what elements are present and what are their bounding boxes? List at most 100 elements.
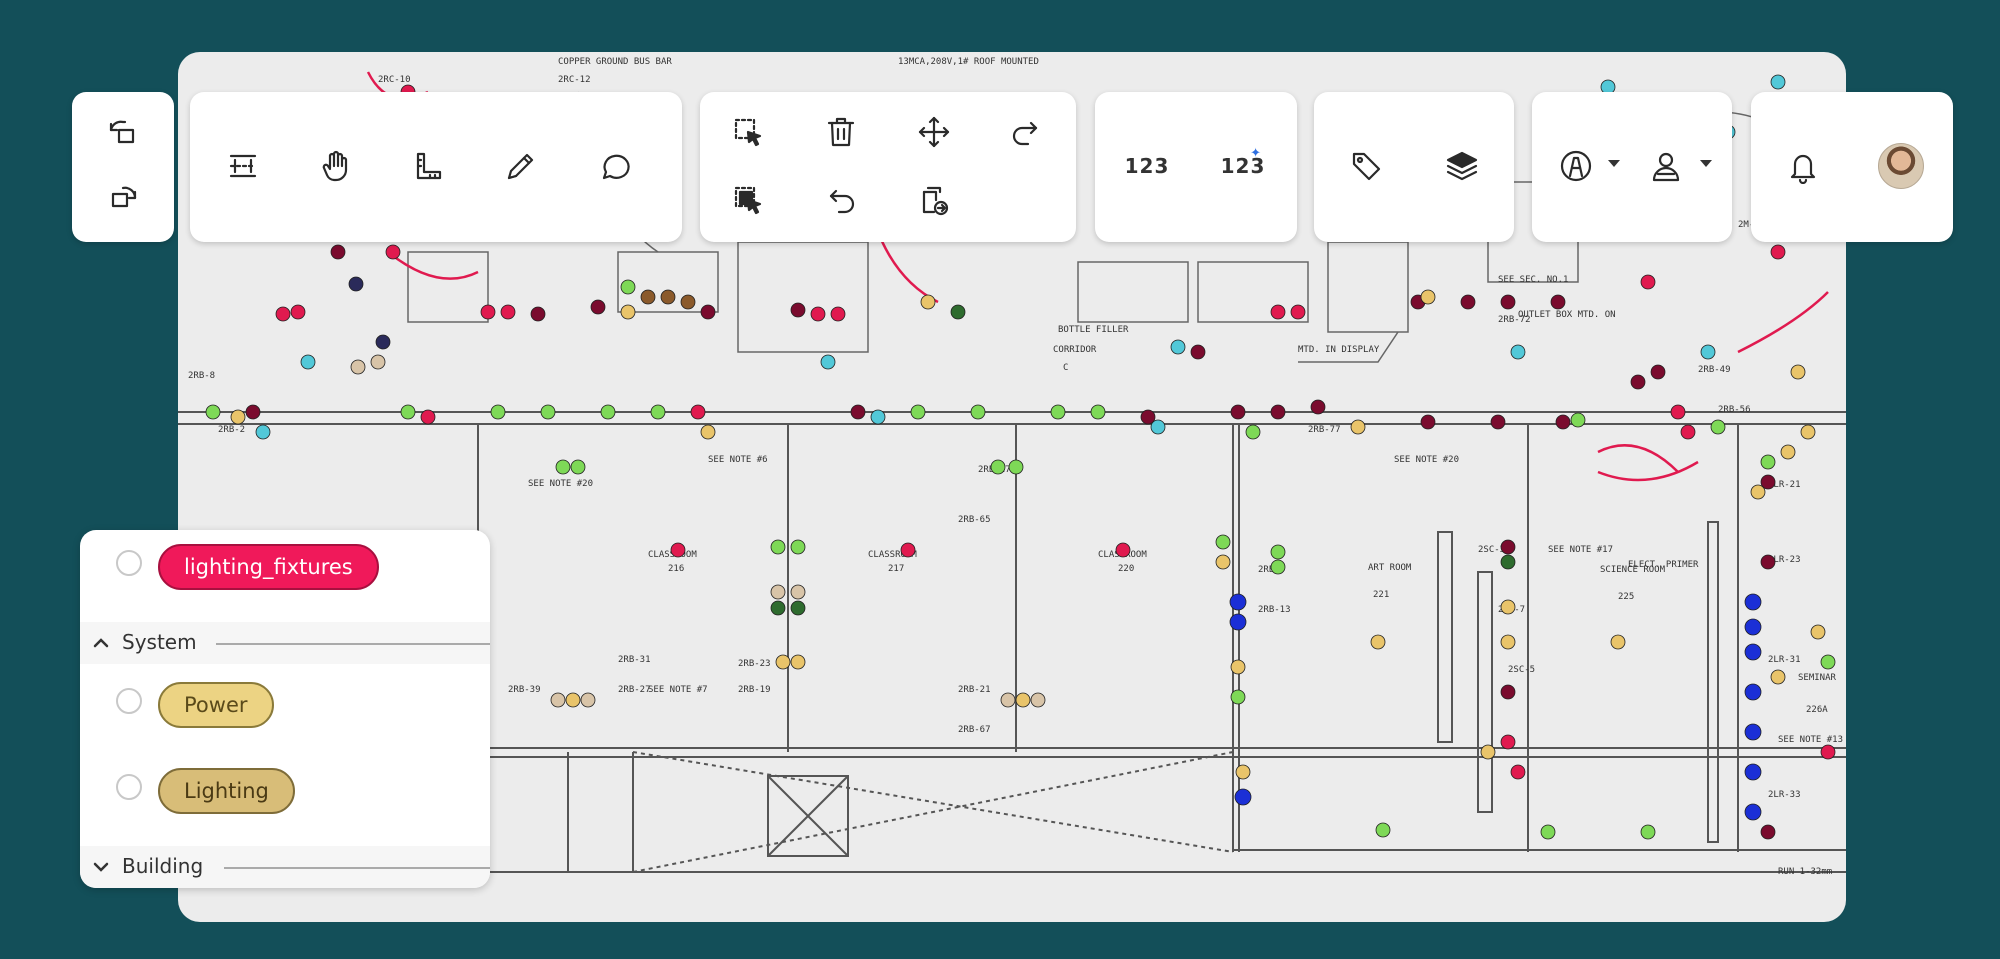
svg-text:2LR-31: 2LR-31	[1768, 655, 1801, 665]
svg-text:226A: 226A	[1806, 705, 1828, 715]
tag-toolbar	[1314, 92, 1514, 242]
svg-text:13MCA,208V,1# ROOF MOUNTED: 13MCA,208V,1# ROOF MOUNTED	[898, 57, 1039, 67]
user-toolbar	[1532, 92, 1732, 242]
svg-text:SEMINAR: SEMINAR	[1798, 673, 1837, 683]
comment-icon[interactable]	[586, 138, 642, 194]
power-label: Power	[184, 693, 248, 717]
svg-text:C: C	[1063, 363, 1068, 373]
rotate-left-icon[interactable]	[95, 106, 151, 162]
power-radio[interactable]	[116, 688, 142, 714]
svg-text:2RB-67: 2RB-67	[958, 725, 991, 735]
count-add-button[interactable]: 123 ✦	[1215, 138, 1271, 194]
account-toolbar	[1751, 92, 1953, 242]
chevron-down-icon	[93, 862, 109, 872]
redo-icon[interactable]	[998, 104, 1054, 160]
svg-text:2RB-39: 2RB-39	[508, 685, 541, 695]
chevron-down-icon[interactable]	[1608, 160, 1620, 167]
svg-text:COPPER GROUND BUS BAR: COPPER GROUND BUS BAR	[558, 57, 672, 67]
svg-text:220: 220	[1118, 564, 1134, 574]
svg-text:2LR-23: 2LR-23	[1768, 555, 1801, 565]
tag-icon[interactable]	[1338, 138, 1394, 194]
layers-legend-panel: lighting_fixtures System Power Lighting …	[80, 530, 490, 888]
section-title-building: Building	[122, 854, 204, 878]
copy-export-icon[interactable]	[906, 172, 962, 228]
svg-text:2LR-33: 2LR-33	[1768, 790, 1801, 800]
chevron-down-icon[interactable]	[1700, 160, 1712, 167]
section-divider	[216, 643, 490, 645]
section-divider	[224, 867, 490, 869]
lighting-label: Lighting	[184, 779, 269, 803]
section-header-system[interactable]: System	[80, 622, 490, 664]
svg-text:SEE NOTE #13: SEE NOTE #13	[1778, 735, 1843, 745]
select-filled-icon[interactable]	[720, 172, 776, 228]
svg-text:CORRIDOR: CORRIDOR	[1053, 345, 1097, 355]
svg-text:CLASSROOM: CLASSROOM	[868, 550, 917, 560]
rotate-right-icon[interactable]	[95, 170, 151, 226]
lighting-pill[interactable]: Lighting	[158, 768, 295, 814]
svg-text:2RC-10: 2RC-10	[378, 75, 411, 85]
svg-text:OUTLET BOX MTD. ON: OUTLET BOX MTD. ON	[1518, 310, 1616, 320]
svg-text:2RB-65: 2RB-65	[958, 515, 991, 525]
bell-icon[interactable]	[1775, 138, 1831, 194]
svg-text:2LR-21: 2LR-21	[1768, 480, 1801, 490]
sparkle-icon: ✦	[1250, 146, 1261, 161]
select-area-icon[interactable]	[720, 104, 776, 160]
svg-text:SEE NOTE #7: SEE NOTE #7	[648, 685, 708, 695]
svg-text:221: 221	[1373, 590, 1389, 600]
edit-toolbar	[700, 92, 1076, 242]
power-pill[interactable]: Power	[158, 682, 274, 728]
svg-text:2RB-72: 2RB-72	[1498, 315, 1531, 325]
svg-text:ART ROOM: ART ROOM	[1368, 563, 1412, 573]
markup-pen-icon[interactable]	[1548, 138, 1604, 194]
svg-text:2RB-21: 2RB-21	[958, 685, 991, 695]
svg-text:ELECT. PRIMER: ELECT. PRIMER	[1628, 560, 1699, 570]
lighting-fixtures-radio[interactable]	[116, 550, 142, 576]
lighting-fixtures-label: lighting_fixtures	[184, 555, 353, 579]
lighting-fixtures-pill[interactable]: lighting_fixtures	[158, 544, 379, 590]
svg-text:2RB-77: 2RB-77	[1308, 425, 1341, 435]
measure-ruler-icon[interactable]	[400, 138, 456, 194]
svg-text:2RB-8: 2RB-8	[188, 371, 215, 381]
svg-text:216: 216	[668, 564, 684, 574]
layers-icon[interactable]	[1434, 138, 1490, 194]
svg-text:2SC-3: 2SC-3	[1478, 545, 1505, 555]
svg-text:2RB-13: 2RB-13	[1258, 605, 1291, 615]
svg-text:RUN 1-32mm: RUN 1-32mm	[1778, 867, 1832, 877]
count-add-label: 123	[1220, 154, 1266, 178]
count-button[interactable]: 123	[1119, 138, 1175, 194]
svg-text:2RB-56: 2RB-56	[1718, 405, 1751, 415]
svg-text:BOTTLE FILLER: BOTTLE FILLER	[1058, 325, 1129, 335]
section-header-building[interactable]: Building	[80, 846, 490, 888]
svg-text:2SC-5: 2SC-5	[1508, 665, 1535, 675]
svg-text:2RB-31: 2RB-31	[618, 655, 651, 665]
svg-text:SEE NOTE #6: SEE NOTE #6	[708, 455, 768, 465]
svg-text:SEE NOTE #17: SEE NOTE #17	[1548, 545, 1613, 555]
user-icon[interactable]	[1638, 138, 1694, 194]
rotate-toolbar	[72, 92, 174, 242]
svg-text:217: 217	[888, 564, 904, 574]
avatar-image	[1878, 143, 1924, 189]
svg-text:2RB-23: 2RB-23	[738, 659, 771, 669]
undo-icon[interactable]	[813, 172, 869, 228]
count-toolbar: 123 123 ✦	[1095, 92, 1297, 242]
pan-hand-icon[interactable]	[308, 138, 364, 194]
lighting-radio[interactable]	[116, 774, 142, 800]
svg-text:2RB-2: 2RB-2	[218, 425, 245, 435]
split-view-icon[interactable]	[215, 138, 271, 194]
section-title-system: System	[122, 630, 197, 654]
svg-text:SEE NOTE #20: SEE NOTE #20	[1394, 455, 1459, 465]
move-icon[interactable]	[906, 104, 962, 160]
pencil-icon[interactable]	[493, 138, 549, 194]
main-tools-toolbar	[190, 92, 682, 242]
delete-icon[interactable]	[813, 104, 869, 160]
avatar[interactable]	[1873, 138, 1929, 194]
count-label: 123	[1124, 154, 1170, 178]
chevron-up-icon	[93, 638, 109, 648]
svg-text:2RC-12: 2RC-12	[558, 75, 591, 85]
svg-text:MTD. IN DISPLAY: MTD. IN DISPLAY	[1298, 345, 1380, 355]
svg-text:SCIENCE ROOM: SCIENCE ROOM	[1600, 565, 1666, 575]
svg-text:225: 225	[1618, 592, 1634, 602]
svg-text:2RB-19: 2RB-19	[738, 685, 771, 695]
svg-text:2RB-27: 2RB-27	[618, 685, 651, 695]
svg-text:SEE NOTE #20: SEE NOTE #20	[528, 479, 593, 489]
